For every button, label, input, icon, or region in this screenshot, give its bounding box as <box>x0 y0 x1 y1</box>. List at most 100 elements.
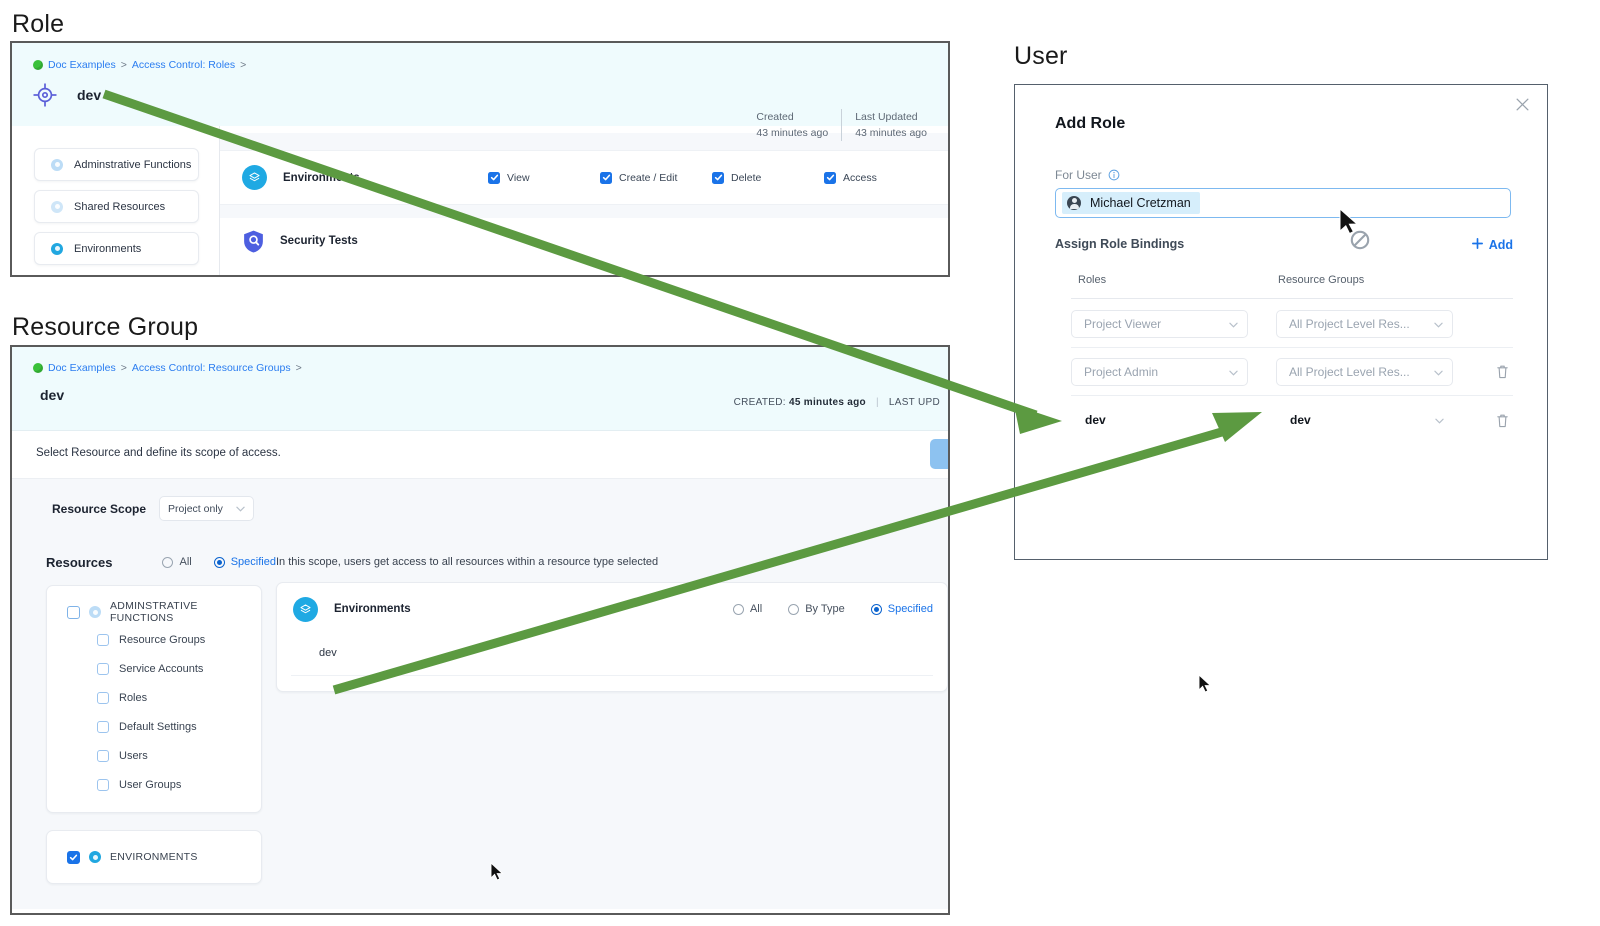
chevron-down-icon <box>1229 365 1238 379</box>
resource-item-users[interactable]: Users <box>47 741 261 770</box>
breadcrumb[interactable]: Doc Examples > Access Control: Roles > <box>33 59 246 71</box>
resource-group-section-title: Resource Group <box>12 313 199 341</box>
radio-resources-all[interactable]: All <box>162 556 192 568</box>
delete-binding-icon[interactable] <box>1495 363 1510 380</box>
resource-group-name: dev <box>40 387 65 403</box>
resource-group-row[interactable]: ADMINSTRATIVE FUNCTIONS <box>47 599 261 625</box>
rg-created: CREATED: 45 minutes ago <box>734 397 866 408</box>
checkbox-view[interactable]: View <box>488 171 600 184</box>
radio-env-by-type[interactable]: By Type <box>788 603 845 615</box>
sidebar-item-shared-resources[interactable]: Shared Resources <box>34 190 199 223</box>
breadcrumb-page[interactable]: Access Control: Roles <box>131 59 236 71</box>
breadcrumb-project[interactable]: Doc Examples <box>48 362 116 374</box>
resource-group-row[interactable]: ENVIRONMENTS <box>47 844 261 870</box>
add-binding-button[interactable]: Add <box>1471 237 1513 253</box>
resource-group-header: Doc Examples > Access Control: Resource … <box>12 347 948 431</box>
checkbox-label: Access <box>843 171 877 184</box>
radio-label: By Type <box>805 603 845 615</box>
role-meta-updated-label: Last Updated <box>855 111 918 123</box>
checkbox-icon[interactable] <box>97 662 109 675</box>
role-value: dev <box>1085 413 1106 427</box>
project-dot-icon <box>33 363 43 373</box>
sidebar-item-label: Adminstrative Functions <box>74 158 192 171</box>
resource-scope-control: Resource Scope Project only <box>52 496 948 521</box>
checkbox-label: View <box>507 171 530 184</box>
resource-item-default-settings[interactable]: Default Settings <box>47 712 261 741</box>
resource-scope-select[interactable]: Project only <box>159 496 255 521</box>
mouse-cursor <box>1198 673 1212 699</box>
resource-group-label: ENVIRONMENTS <box>110 851 198 863</box>
radio-resources-specified[interactable]: Specified <box>213 556 276 568</box>
resource-group-meta: CREATED: 45 minutes ago | LAST UPD <box>734 397 940 408</box>
checkbox-checked-icon <box>824 171 836 184</box>
checkbox-icon[interactable] <box>97 633 109 646</box>
checkbox-checked-icon <box>712 171 724 184</box>
resources-title: Resources <box>46 554 113 570</box>
sidebar-item-administrative-functions[interactable]: Adminstrative Functions <box>34 148 199 181</box>
checkbox-checked-icon <box>600 171 612 184</box>
add-role-dialog: Add Role For User Michael Cretzman Assig… <box>1014 84 1548 560</box>
role-select-1[interactable]: Project Admin <box>1071 357 1248 386</box>
sidebar-item-label: Shared Resources <box>74 200 166 213</box>
checkbox-icon[interactable] <box>97 749 109 762</box>
breadcrumb-separator-2: > <box>240 59 247 71</box>
environments-icon <box>293 596 318 622</box>
resource-group-select-2[interactable]: dev <box>1276 406 1453 434</box>
radio-env-all[interactable]: All <box>732 603 762 615</box>
radio-label: Specified <box>887 603 933 615</box>
info-icon[interactable] <box>1108 169 1120 181</box>
for-user-input[interactable]: Michael Cretzman <box>1055 188 1511 218</box>
breadcrumb-page[interactable]: Access Control: Resource Groups <box>131 362 291 374</box>
resource-group-select-1[interactable]: All Project Level Res... <box>1276 357 1453 386</box>
delete-binding-icon[interactable] <box>1495 412 1510 429</box>
radio-icon <box>788 603 800 615</box>
sidebar-item-environments[interactable]: Environments <box>34 232 199 265</box>
checkbox-access[interactable]: Access <box>824 171 936 184</box>
resource-group-panel: Doc Examples > Access Control: Resource … <box>10 345 950 915</box>
resource-item-roles[interactable]: Roles <box>47 683 261 712</box>
selected-user-chip[interactable]: Michael Cretzman <box>1062 192 1200 214</box>
radio-icon <box>162 556 174 568</box>
checkbox-label: Delete <box>731 171 762 184</box>
checkbox-icon[interactable] <box>97 691 109 704</box>
checkbox-create-edit[interactable]: Create / Edit <box>600 171 712 184</box>
checkbox-icon[interactable] <box>97 778 109 791</box>
radio-env-specified[interactable]: Specified <box>870 603 933 615</box>
breadcrumb[interactable]: Doc Examples > Access Control: Resource … <box>33 362 302 374</box>
checkbox-label: Create / Edit <box>619 171 678 184</box>
role-select-0[interactable]: Project Viewer <box>1071 309 1248 338</box>
save-button[interactable]: Sav <box>930 439 948 469</box>
security-tests-icon <box>242 229 265 254</box>
chevron-down-icon <box>1434 365 1443 379</box>
breadcrumb-project[interactable]: Doc Examples <box>48 59 116 71</box>
permission-name: Environments <box>283 171 360 184</box>
checkbox-checked-icon[interactable] <box>67 850 80 864</box>
resource-scope-value: Project only <box>168 502 223 515</box>
environment-item-dev[interactable]: dev <box>319 647 337 659</box>
table-row: Project Viewer All Project Level Res... <box>1071 300 1513 348</box>
role-name: dev <box>77 87 102 103</box>
role-meta-updated-value: 43 minutes ago <box>855 127 927 139</box>
permission-name: Security Tests <box>280 235 358 247</box>
role-select-2[interactable]: dev <box>1071 406 1248 434</box>
resource-group-select-0[interactable]: All Project Level Res... <box>1276 309 1453 338</box>
resource-item-service-accounts[interactable]: Service Accounts <box>47 654 261 683</box>
checkbox-icon[interactable] <box>97 720 109 733</box>
resource-item-resource-groups[interactable]: Resource Groups <box>47 625 261 654</box>
avatar <box>1067 196 1081 210</box>
checkbox-icon[interactable] <box>67 605 80 619</box>
resource-group-value: All Project Level Res... <box>1289 364 1410 379</box>
resource-group-value: All Project Level Res... <box>1289 316 1410 331</box>
resource-item-user-groups[interactable]: User Groups <box>47 770 261 799</box>
environments-scope-modes: All By Type Specified <box>732 603 933 615</box>
radio-selected-icon <box>870 603 882 615</box>
radio-selected-icon <box>213 556 225 568</box>
close-icon[interactable] <box>1515 97 1530 112</box>
role-meta-created-value: 43 minutes ago <box>756 127 829 139</box>
checkbox-delete[interactable]: Delete <box>712 171 824 184</box>
chevron-down-icon <box>236 503 245 515</box>
permission-row-environments: Environments View Create / Edit Delete <box>220 151 948 205</box>
table-row: Project Admin All Project Level Res... <box>1071 348 1513 396</box>
resource-item-label: Users <box>119 749 148 762</box>
role-title-row: dev <box>31 81 101 109</box>
